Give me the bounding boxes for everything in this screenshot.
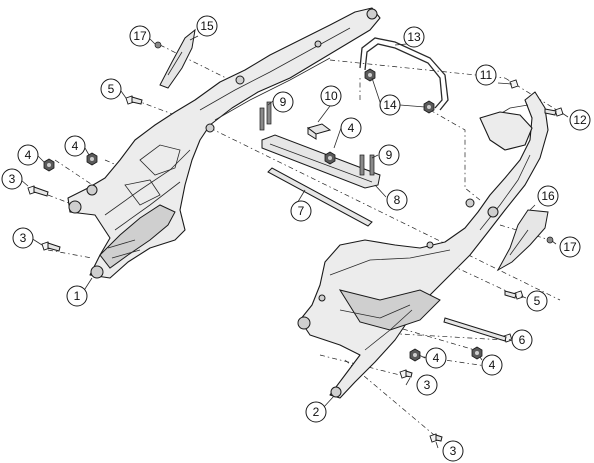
callout-2: 2 xyxy=(305,401,327,423)
screw-17-a xyxy=(154,41,162,49)
svg-text:9: 9 xyxy=(386,148,393,162)
nut-4-a xyxy=(43,158,55,172)
callout-8: 8 xyxy=(386,189,408,211)
callout-1: 1 xyxy=(66,285,88,307)
nut-4-b xyxy=(86,152,98,166)
screw-12 xyxy=(544,107,564,117)
callout-10: 10 xyxy=(320,85,342,107)
svg-text:17: 17 xyxy=(133,29,147,43)
svg-text:3: 3 xyxy=(424,378,431,392)
svg-text:17: 17 xyxy=(563,240,577,254)
bolt-5-a xyxy=(125,95,143,105)
nut-14-a xyxy=(364,68,376,82)
callout-3-b: 3 xyxy=(12,227,34,249)
svg-text:4: 4 xyxy=(348,121,355,135)
nut-4-c xyxy=(324,151,336,165)
nut-4-e xyxy=(471,346,483,360)
svg-text:5: 5 xyxy=(534,294,541,308)
screw-9-a xyxy=(259,101,272,131)
svg-text:11: 11 xyxy=(480,68,493,82)
svg-text:2: 2 xyxy=(313,405,320,419)
callout-4-e: 4 xyxy=(481,354,503,376)
small-screws xyxy=(154,41,564,244)
screw-9-b xyxy=(359,154,375,176)
callout-5-a: 5 xyxy=(100,78,122,100)
callout-17-a: 17 xyxy=(129,25,151,47)
screw-17-b xyxy=(546,236,554,244)
callout-17-b: 17 xyxy=(559,236,581,258)
bracket-part-8 xyxy=(261,134,381,189)
bolt-3-b xyxy=(41,241,61,252)
svg-text:8: 8 xyxy=(394,193,401,207)
callout-4-b: 4 xyxy=(64,135,86,157)
svg-text:13: 13 xyxy=(407,30,421,44)
callout-3-c: 3 xyxy=(416,374,438,396)
bolt-6 xyxy=(443,317,513,343)
svg-text:5: 5 xyxy=(108,82,115,96)
svg-text:14: 14 xyxy=(383,98,397,112)
nuts xyxy=(43,151,483,362)
rod-part-7 xyxy=(267,167,373,227)
callout-4-a: 4 xyxy=(17,144,39,166)
svg-text:4: 4 xyxy=(72,139,79,153)
svg-text:12: 12 xyxy=(573,113,587,127)
svg-text:1: 1 xyxy=(74,289,81,303)
callout-12: 12 xyxy=(569,109,591,131)
rubber-block-part-10 xyxy=(306,123,332,140)
callout-15: 15 xyxy=(196,15,218,37)
callout-3-d: 3 xyxy=(442,440,464,462)
svg-text:7: 7 xyxy=(298,204,305,218)
callout-14: 14 xyxy=(379,94,401,116)
callout-16: 16 xyxy=(537,185,559,207)
callout-4-c: 4 xyxy=(340,117,362,139)
screw-11 xyxy=(509,79,519,89)
front-subframe xyxy=(67,7,381,279)
callout-leader-stubs xyxy=(20,35,569,449)
svg-text:3: 3 xyxy=(450,444,457,458)
nut-14-b xyxy=(423,100,435,114)
bolts xyxy=(27,95,524,443)
callout-9-a: 9 xyxy=(272,91,294,113)
callouts: 1 2 3 3 3 3 4 4 4 4 4 5 5 6 7 8 9 9 10 1… xyxy=(1,15,591,462)
bolt-3-c xyxy=(399,369,413,379)
svg-text:10: 10 xyxy=(324,89,338,103)
callout-9-b: 9 xyxy=(378,144,400,166)
callout-6: 6 xyxy=(511,329,533,351)
svg-text:6: 6 xyxy=(519,333,526,347)
trim-cover-part-15 xyxy=(159,28,196,89)
nut-4-d xyxy=(409,348,421,362)
callout-3-a: 3 xyxy=(1,168,23,190)
svg-text:4: 4 xyxy=(433,351,440,365)
trim-cover-part-16 xyxy=(496,209,549,272)
svg-text:15: 15 xyxy=(200,19,214,33)
grab-handle-part-13 xyxy=(359,37,449,111)
callout-7: 7 xyxy=(290,200,312,222)
callout-5-b: 5 xyxy=(526,290,548,312)
svg-text:3: 3 xyxy=(20,231,27,245)
bolt-5-b xyxy=(504,290,524,300)
svg-text:16: 16 xyxy=(541,189,555,203)
bolt-3-d xyxy=(429,433,443,443)
rear-subframe xyxy=(297,91,549,399)
callout-11: 11 xyxy=(475,64,497,86)
callout-4-d: 4 xyxy=(425,347,447,369)
svg-text:4: 4 xyxy=(489,358,496,372)
svg-text:3: 3 xyxy=(9,172,16,186)
svg-text:4: 4 xyxy=(25,148,32,162)
svg-text:9: 9 xyxy=(280,95,287,109)
callout-13: 13 xyxy=(403,26,425,48)
bolt-3-a xyxy=(27,185,49,197)
